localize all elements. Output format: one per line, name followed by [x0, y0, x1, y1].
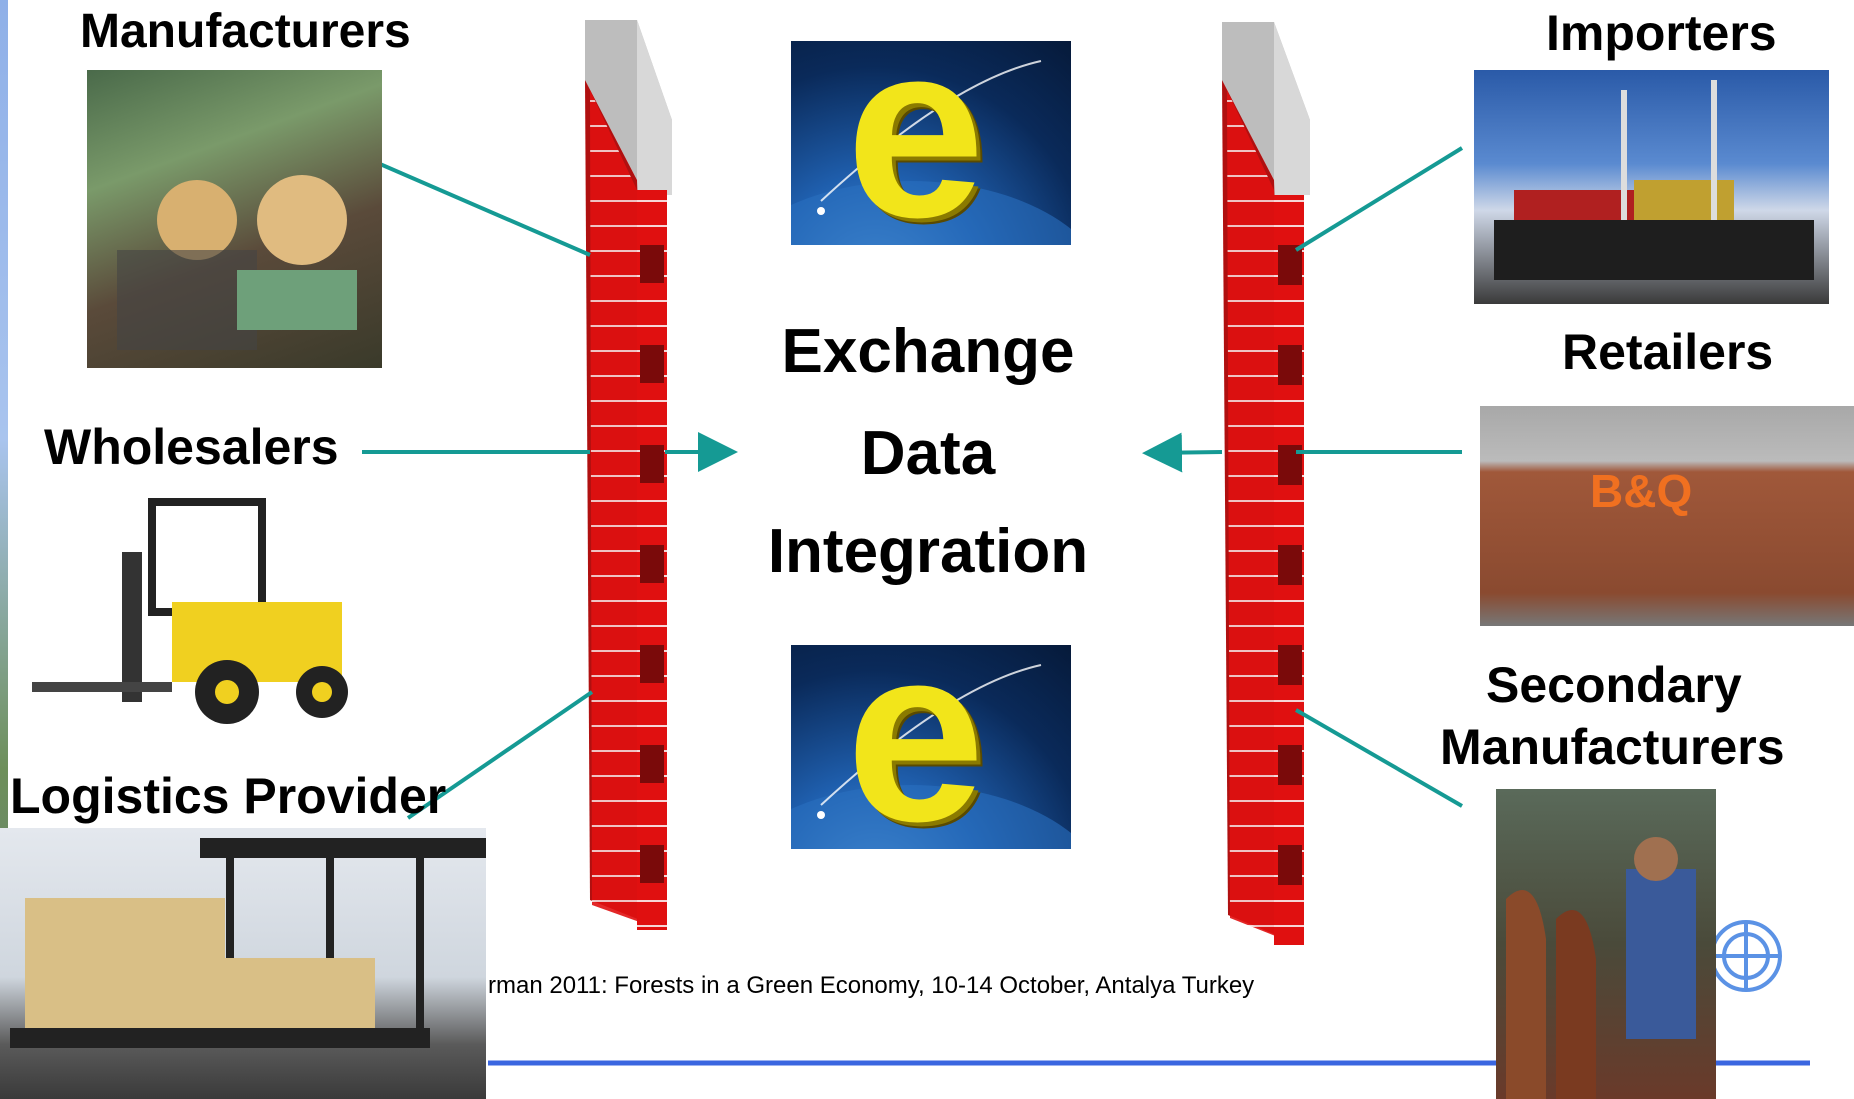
photo-sawmill — [87, 70, 382, 368]
photo-workshop — [1496, 789, 1716, 1099]
e-glyph-bottom: e — [846, 645, 986, 849]
photo-forklift — [22, 482, 362, 732]
e-globe-icon — [791, 664, 1071, 849]
e-globe-image-top: e — [791, 41, 1071, 245]
un-emblem-icon — [1716, 920, 1782, 992]
e-globe-icon — [791, 60, 1071, 245]
footer-text: rman 2011: Forests in a Green Economy, 1… — [488, 972, 1255, 999]
firewall-left — [585, 20, 672, 930]
label-manufacturers: Manufacturers — [80, 5, 411, 58]
photo-container-ship — [1474, 70, 1829, 304]
photo-rail-car — [0, 828, 486, 1099]
store-sign: B&Q — [1590, 465, 1693, 517]
label-importers: Importers — [1546, 5, 1777, 61]
label-wholesalers: Wholesalers — [44, 419, 339, 475]
center-integration: Integration — [767, 517, 1089, 586]
connector-manufacturers — [379, 162, 591, 257]
connector-logistics — [406, 690, 594, 820]
firewall-right — [1222, 22, 1310, 945]
label-secondary: Secondary — [1486, 657, 1742, 713]
e-glyph-top: e — [846, 41, 986, 245]
center-exchange: Exchange — [781, 317, 1075, 386]
left-edge-strip — [0, 0, 8, 1099]
label-secondary-manufacturers: Manufacturers — [1440, 719, 1785, 775]
arrow-to-center-right — [1142, 432, 1223, 473]
photo-retail-store: B&Q — [1480, 406, 1854, 626]
center-data: Data — [860, 419, 996, 488]
connector-secondary — [1294, 708, 1464, 808]
label-retailers: Retailers — [1562, 324, 1774, 380]
e-globe-image-bottom: e — [791, 645, 1071, 849]
label-logistics-provider: Logistics Provider — [10, 768, 447, 824]
connector-importers — [1294, 146, 1464, 252]
